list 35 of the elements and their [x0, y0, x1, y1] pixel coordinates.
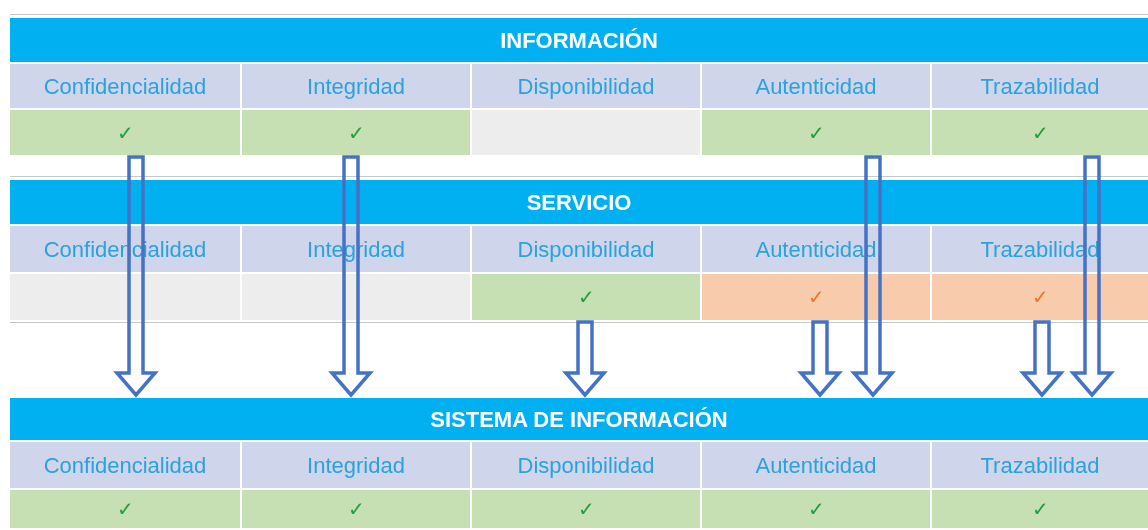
check-cell: ✓ — [242, 490, 470, 528]
check-cell: ✓ — [10, 110, 240, 155]
column-header-cell: Trazabilidad — [932, 442, 1148, 488]
table-header: SERVICIO — [10, 180, 1148, 224]
block-arrow — [113, 155, 159, 398]
empty-cell — [242, 274, 470, 320]
check-cell: ✓ — [10, 490, 240, 528]
column-header-cell: Disponibilidad — [472, 64, 700, 108]
column-header-cell: Disponibilidad — [472, 442, 700, 488]
check-cell: ✓ — [472, 274, 700, 320]
check-cell: ✓ — [932, 110, 1148, 155]
check-cell: ✓ — [932, 490, 1148, 528]
check-cell: ✓ — [702, 490, 930, 528]
column-header-cell: Integridad — [242, 64, 470, 108]
table-header: INFORMACIÓN — [10, 18, 1148, 62]
column-header-cell: Autenticidad — [702, 64, 930, 108]
empty-cell — [10, 274, 240, 320]
column-header-cell: Autenticidad — [702, 442, 930, 488]
column-header-cell: Disponibilidad — [472, 226, 700, 272]
column-header-cell: Confidencialidad — [10, 64, 240, 108]
block-arrow — [562, 320, 608, 398]
block-arrow — [850, 155, 896, 398]
check-cell: ✓ — [702, 110, 930, 155]
table-header: SISTEMA DE INFORMACIÓN — [10, 398, 1148, 440]
block-arrow — [1019, 320, 1065, 398]
check-cell: ✓ — [702, 274, 930, 320]
column-header-cell: Trazabilidad — [932, 64, 1148, 108]
block-arrow — [328, 155, 374, 398]
block-arrow — [1069, 155, 1115, 398]
block-arrow — [797, 320, 843, 398]
check-cell: ✓ — [242, 110, 470, 155]
column-header-cell: Integridad — [242, 442, 470, 488]
check-cell: ✓ — [932, 274, 1148, 320]
check-cell: ✓ — [472, 490, 700, 528]
column-header-cell: Confidencialidad — [10, 442, 240, 488]
